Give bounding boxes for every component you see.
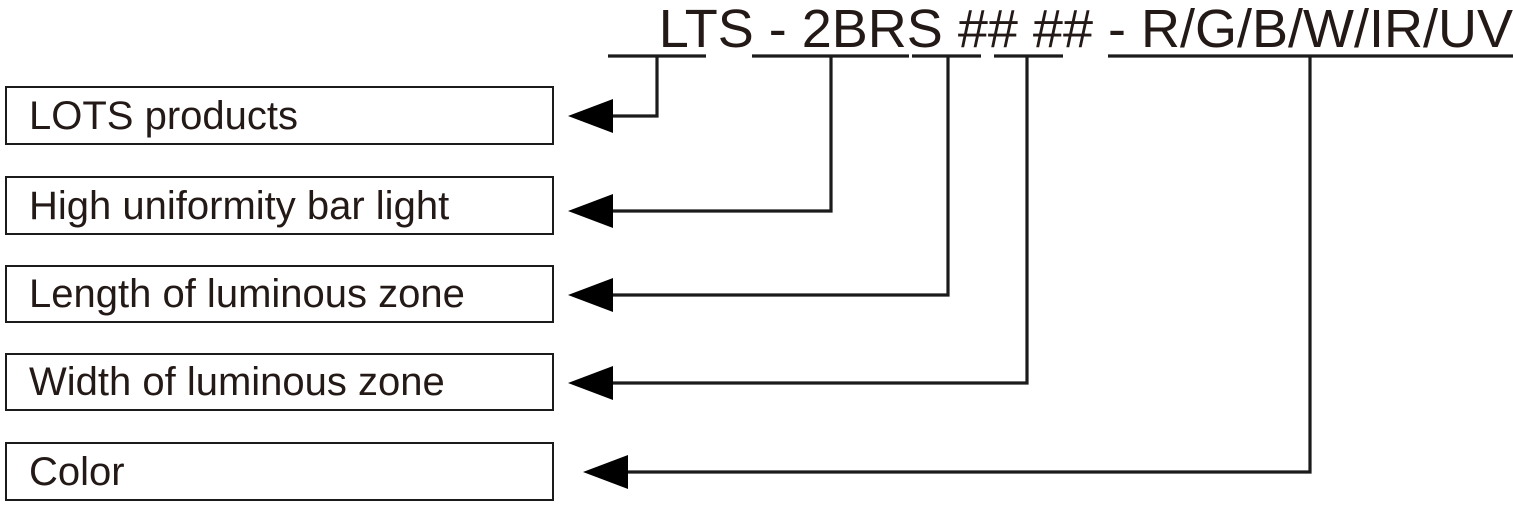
arrowhead-width-zone (568, 366, 613, 400)
leader-line-length-zone (605, 56, 950, 297)
label-text: LOTS products (29, 93, 299, 138)
code-space-1 (943, 0, 958, 58)
arrowhead-color (583, 455, 628, 489)
label-box-lots-products: LOTS products (5, 86, 554, 145)
leader-line-bar-light (605, 56, 833, 213)
code-separator-2: - (1092, 0, 1141, 59)
label-text: Width of luminous zone (29, 360, 445, 404)
code-segment-color: R/G/B/W/IR/UV (1140, 0, 1513, 59)
code-segment-width: ## (1032, 0, 1093, 59)
leader-line-color (620, 56, 1312, 474)
code-separator-1: - (753, 0, 802, 59)
label-text: High uniformity bar light (29, 183, 450, 228)
arrowhead-length-zone (568, 278, 613, 312)
label-text: Length of luminous zone (29, 272, 465, 316)
label-box-bar-light: High uniformity bar light (5, 176, 554, 235)
part-number-code: LTS - 2BRS ## ## - R/G/B/W/IR/UV (0, 0, 1513, 62)
leader-line-lots-products (605, 56, 659, 118)
code-segment-lots: LTS (658, 0, 754, 59)
leader-line-width-zone (605, 56, 1029, 385)
label-box-width-zone: Width of luminous zone (5, 353, 554, 411)
arrowhead-lots-products (568, 99, 613, 133)
code-segment-series: 2BRS (801, 0, 943, 59)
arrowhead-bar-light (568, 194, 613, 228)
label-box-color: Color (5, 442, 554, 501)
code-segment-length: ## (957, 0, 1018, 59)
code-space-2 (1018, 0, 1033, 58)
label-text: Color (29, 449, 125, 494)
label-box-length-zone: Length of luminous zone (5, 265, 554, 323)
